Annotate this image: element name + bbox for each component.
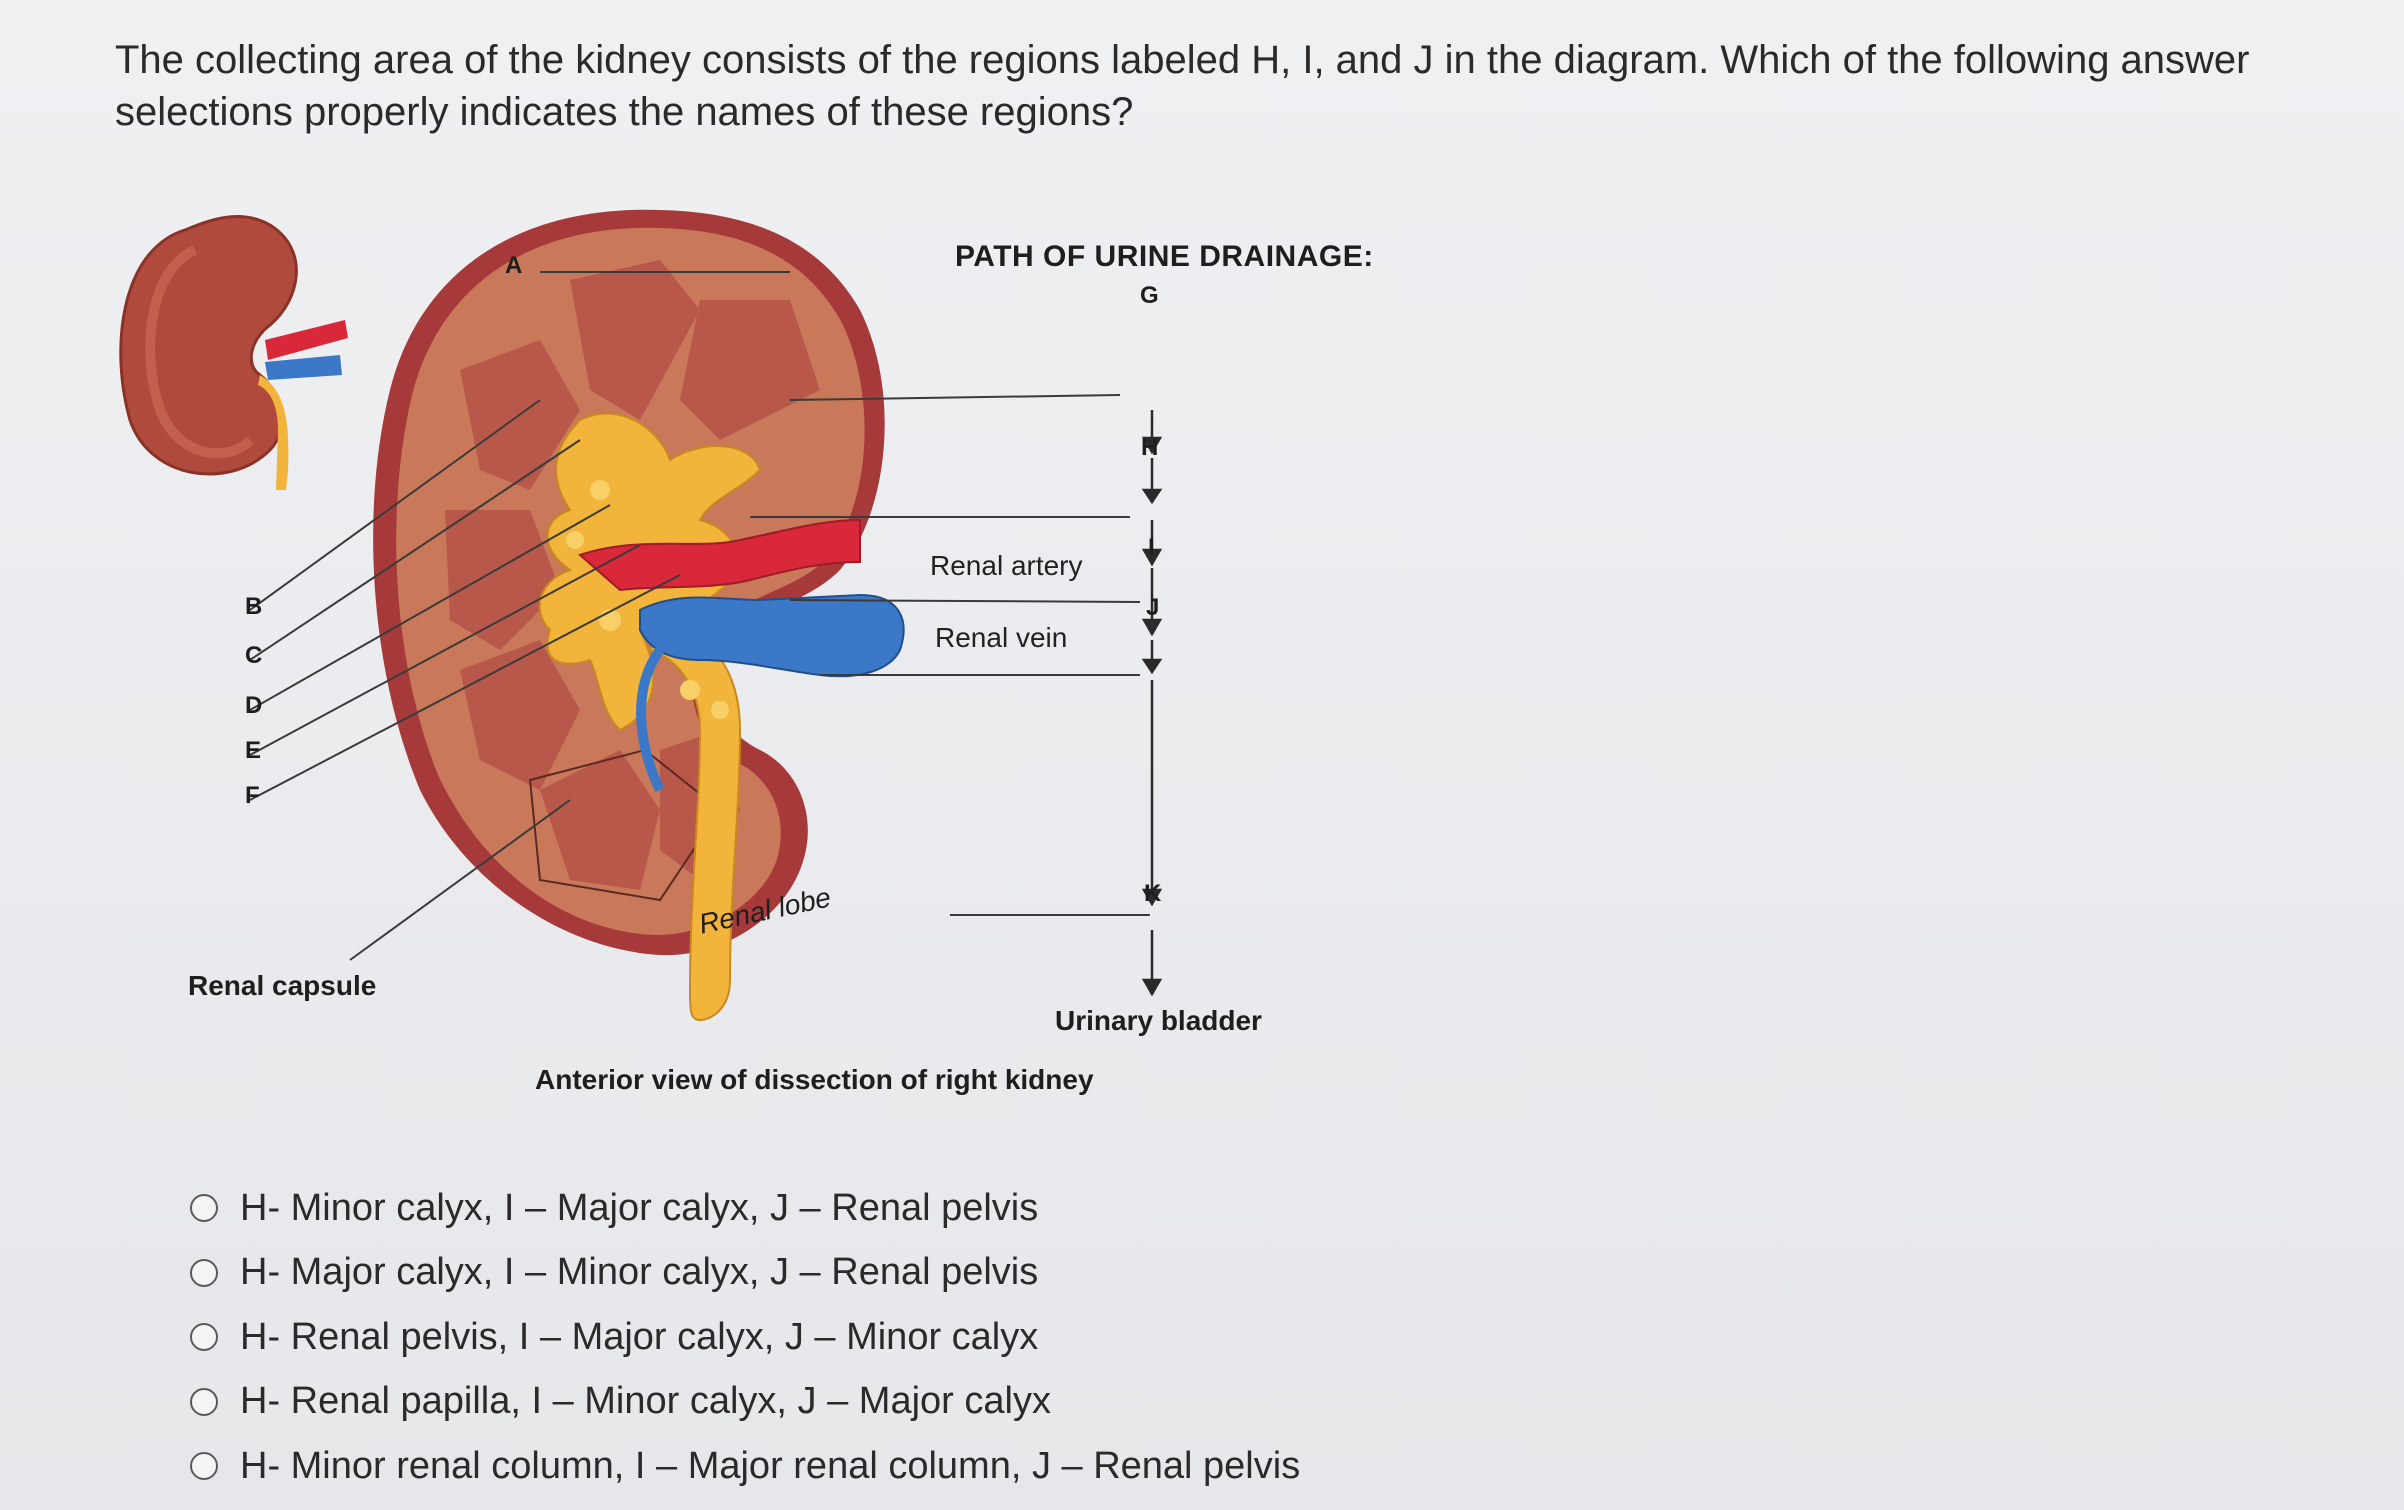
label-K: K	[1144, 880, 1162, 907]
answer-options: H- Minor calyx, I – Major calyx, J – Ren…	[190, 1176, 1690, 1499]
label-D: D	[245, 692, 263, 719]
label-G: G	[1140, 282, 1159, 309]
main-kidney	[373, 209, 905, 1022]
option-label: H- Minor calyx, I – Major calyx, J – Ren…	[240, 1186, 1039, 1229]
label-E: E	[245, 737, 262, 764]
radio-icon[interactable]	[190, 1387, 218, 1416]
label-F: F	[245, 782, 260, 809]
leader-lines	[249, 271, 1150, 961]
label-C: C	[245, 642, 263, 669]
label-I: I	[1148, 534, 1155, 561]
option-label: H- Renal papilla, I – Minor calyx, J – M…	[240, 1380, 1051, 1423]
option-1[interactable]: H- Minor calyx, I – Major calyx, J – Ren…	[190, 1176, 1690, 1241]
option-4[interactable]: H- Renal papilla, I – Minor calyx, J – M…	[190, 1370, 1690, 1435]
option-3[interactable]: H- Renal pelvis, I – Major calyx, J – Mi…	[190, 1305, 1690, 1370]
option-2[interactable]: H- Major calyx, I – Minor calyx, J – Ren…	[190, 1241, 1690, 1306]
option-label: H- Minor renal column, I – Major renal c…	[240, 1444, 1301, 1487]
urinary-bladder-label: Urinary bladder	[1055, 1005, 1262, 1036]
label-B: B	[245, 593, 263, 620]
radio-icon[interactable]	[190, 1452, 218, 1481]
kidney-illustration	[119, 209, 1163, 1022]
radio-icon[interactable]	[190, 1323, 218, 1352]
option-label: H- Renal pelvis, I – Major calyx, J – Mi…	[240, 1315, 1039, 1358]
label-A: A	[505, 252, 523, 279]
question-text: The collecting area of the kidney consis…	[115, 38, 2250, 134]
renal-capsule-label: Renal capsule	[188, 970, 377, 1001]
radio-icon[interactable]	[190, 1258, 218, 1287]
inset-kidney	[119, 215, 348, 490]
figure-caption: Anterior view of dissection of right kid…	[535, 1064, 1094, 1095]
radio-icon[interactable]	[190, 1194, 218, 1223]
drainage-arrows	[1141, 410, 1163, 997]
path-of-urine-drainage-header: PATH OF URINE DRAINAGE:	[955, 240, 1374, 273]
label-H: H	[1141, 434, 1159, 461]
renal-vein-label: Renal vein	[935, 622, 1068, 653]
label-J: J	[1146, 594, 1160, 621]
option-5[interactable]: H- Minor renal column, I – Major renal c…	[190, 1434, 1690, 1499]
kidney-diagram: A PATH OF URINE DRAINAGE: G H I J K B C …	[100, 190, 1400, 1120]
renal-artery-label: Renal artery	[930, 550, 1083, 581]
option-label: H- Major calyx, I – Minor calyx, J – Ren…	[240, 1251, 1039, 1294]
